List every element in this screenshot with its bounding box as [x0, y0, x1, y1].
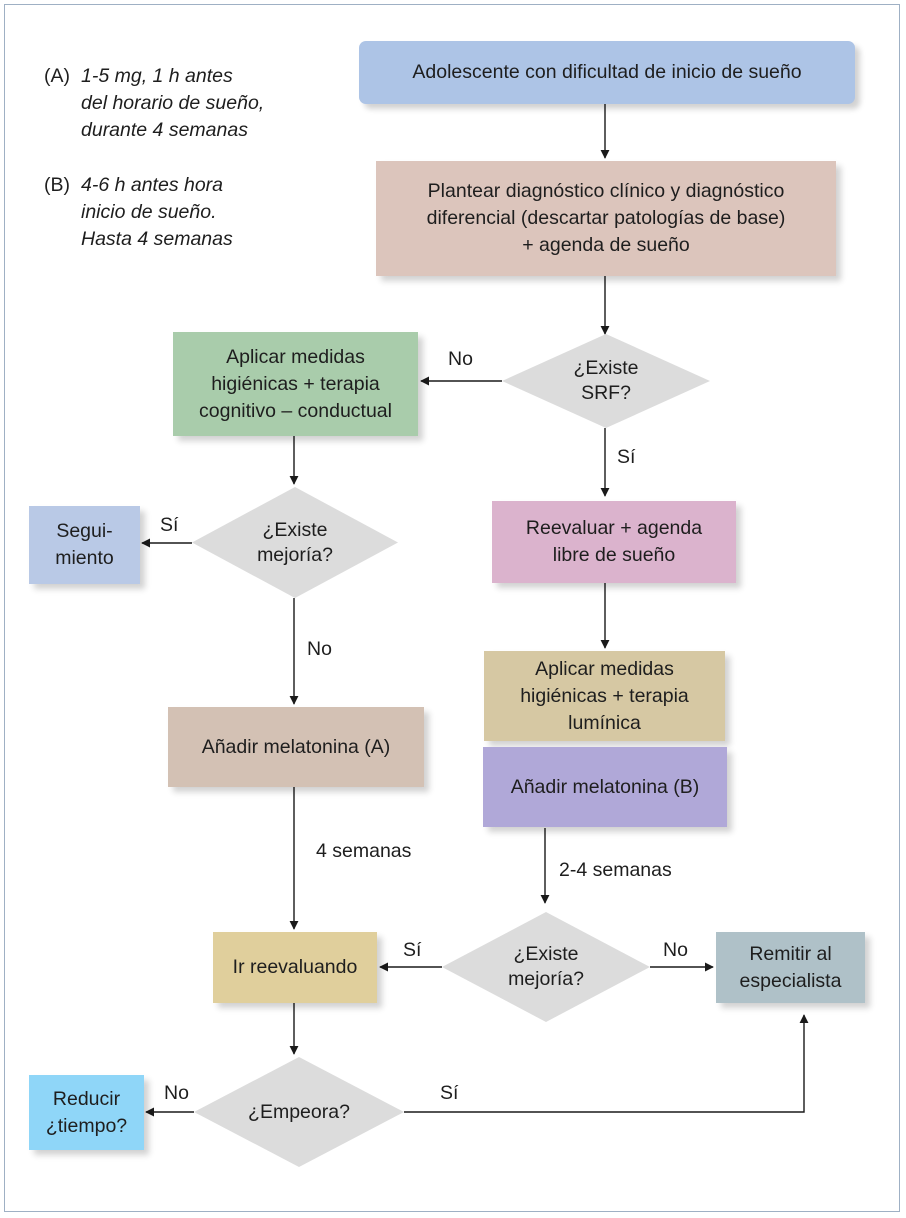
- edge-label-improve1-no: No: [307, 638, 332, 660]
- note-b-line: Hasta 4 semanas: [81, 228, 233, 250]
- node-hygiene-cbt: Aplicar medidas higiénicas + terapia cog…: [173, 332, 418, 436]
- node-followup: Segui- miento: [29, 506, 140, 584]
- node-diagnose-line: diferencial (descartar patologías de bas…: [426, 207, 786, 229]
- node-reduce-time: Reducir ¿tiempo?: [29, 1075, 144, 1150]
- edge-label-worse-yes: Sí: [440, 1082, 459, 1104]
- note-a-line: del horario de sueño,: [81, 92, 265, 114]
- edge-label-worse-no: No: [164, 1082, 189, 1104]
- note-a-line: durante 4 semanas: [81, 119, 248, 141]
- edge-label-srf-yes: Sí: [617, 446, 636, 468]
- node-hygiene-light: Aplicar medidas higiénicas + terapia lum…: [484, 651, 725, 741]
- node-melatonin-b-text: Añadir melatonina (B): [510, 775, 700, 798]
- note-a: (A) 1-5 mg, 1 h antes del horario de sue…: [44, 63, 264, 144]
- node-refer-line: especialista: [739, 969, 842, 992]
- node-followup-line: Segui-: [56, 520, 113, 542]
- decision-improve-2-line: ¿Existe: [513, 943, 579, 965]
- node-start: Adolescente con dificultad de inicio de …: [359, 41, 855, 104]
- node-melatonin-a: Añadir melatonina (A): [168, 707, 424, 787]
- edge-label-two-four-weeks: 2-4 semanas: [559, 859, 672, 881]
- node-diagnose-line: + agenda de sueño: [522, 234, 690, 256]
- decision-improve-1-line: mejoría?: [257, 543, 333, 566]
- decision-worse: ¿Empeora?: [194, 1057, 404, 1167]
- edge-label-improve1-yes: Sí: [160, 514, 179, 536]
- note-a-tag: (A): [44, 65, 70, 87]
- decision-improve-2: ¿Existe mejoría?: [442, 912, 650, 1022]
- node-hygiene-light-line: higiénicas + terapia: [520, 684, 689, 707]
- node-keep-reevaluating-text: Ir reevaluando: [232, 956, 358, 978]
- node-hygiene-light-line: lumínica: [568, 711, 641, 734]
- note-b-line: inicio de sueño.: [81, 201, 217, 223]
- node-hygiene-cbt-line: Aplicar medidas: [226, 345, 365, 368]
- edge-label-srf-no: No: [448, 348, 473, 370]
- node-diagnose-line: Plantear diagnóstico clínico y diagnósti…: [427, 180, 785, 202]
- node-reduce-time-line: ¿tiempo?: [45, 1114, 128, 1137]
- edge-label-improve2-no: No: [663, 939, 688, 961]
- node-followup-line: miento: [55, 547, 114, 569]
- figure-frame: [4, 4, 900, 1212]
- node-hygiene-light-line: Aplicar medidas: [535, 657, 674, 680]
- note-b-line: 4-6 h antes hora: [81, 174, 224, 196]
- node-refer-line: Remitir al: [749, 942, 832, 965]
- node-reduce-time-line: Reducir: [52, 1087, 121, 1110]
- decision-srf-line: ¿Existe: [573, 357, 639, 379]
- decision-improve-2-shape: [442, 912, 650, 1022]
- decision-worse-text: ¿Empeora?: [248, 1100, 350, 1123]
- note-a-line: 1-5 mg, 1 h antes: [81, 65, 233, 87]
- note-b: (B) 4-6 h antes hora inicio de sueño. Ha…: [44, 172, 233, 253]
- node-melatonin-a-text: Añadir melatonina (A): [201, 735, 391, 758]
- node-hygiene-cbt-line: higiénicas + terapia: [211, 372, 380, 395]
- decision-improve-1: ¿Existe mejoría?: [192, 487, 398, 598]
- node-reevaluate-agenda-line: libre de sueño: [552, 544, 676, 566]
- decision-srf-line: SRF?: [581, 382, 631, 404]
- node-keep-reevaluating: Ir reevaluando: [213, 932, 377, 1003]
- node-refer: Remitir al especialista: [716, 932, 865, 1003]
- note-b-tag: (B): [44, 174, 70, 196]
- edge-label-improve2-yes: Sí: [403, 939, 422, 961]
- decision-improve-1-shape: [192, 487, 398, 598]
- decision-worse-shape: [194, 1057, 404, 1167]
- node-start-text: Adolescente con dificultad de inicio de …: [412, 61, 802, 83]
- node-diagnose: Plantear diagnóstico clínico y diagnósti…: [376, 161, 836, 276]
- node-melatonin-b: Añadir melatonina (B): [483, 747, 727, 827]
- node-reevaluate-agenda: Reevaluar + agenda libre de sueño: [492, 501, 736, 583]
- decision-improve-2-line: mejoría?: [508, 968, 584, 990]
- node-hygiene-cbt-line: cognitivo – conductual: [199, 399, 392, 422]
- decision-improve-1-line: ¿Existe: [262, 518, 328, 541]
- decision-srf: ¿Existe SRF?: [502, 334, 710, 428]
- decision-srf-shape: [502, 334, 710, 428]
- node-reevaluate-agenda-line: Reevaluar + agenda: [525, 517, 703, 539]
- edge-worse-yes: [404, 1014, 809, 1113]
- edge-label-four-weeks: 4 semanas: [316, 840, 412, 862]
